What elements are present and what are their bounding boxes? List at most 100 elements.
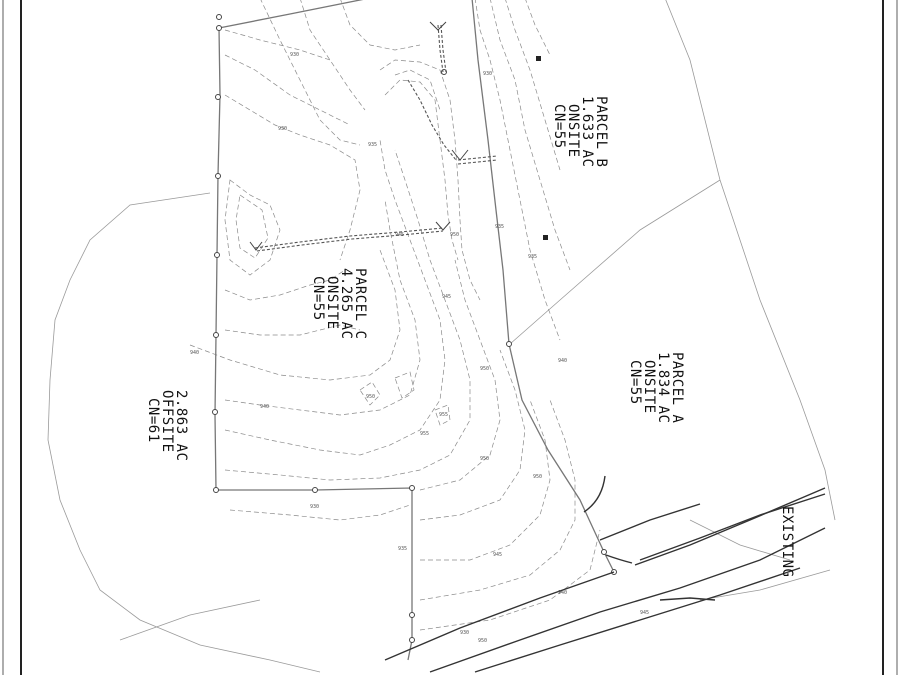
contour-label: 950 xyxy=(533,474,542,480)
contour xyxy=(490,0,571,271)
contour-label-group: 930 930 935 930 935 930 935 940 940 935 … xyxy=(190,52,649,644)
road-line xyxy=(659,597,716,601)
contour-label: 930 xyxy=(290,52,299,58)
offsite-lower-line xyxy=(119,599,261,641)
headwall-icon xyxy=(435,221,451,231)
parcel-c-name: PARCEL C xyxy=(352,268,368,339)
offsite-type: OFFSITE xyxy=(159,390,175,453)
contour-label: 930 xyxy=(278,126,287,132)
vertex xyxy=(409,637,415,643)
parcel-c-label: PARCEL C 4.265 AC ONSITE CN=55 xyxy=(310,268,368,339)
pipe-parcel-b-2 xyxy=(457,159,498,165)
contour xyxy=(235,194,269,259)
drainage-area-lines xyxy=(47,0,836,673)
contour-label: 950 xyxy=(366,394,375,400)
contour-label: 955 xyxy=(420,431,429,437)
contour xyxy=(224,269,346,301)
contour-label: 955 xyxy=(439,412,448,418)
contour xyxy=(394,69,441,111)
vertex xyxy=(409,485,415,491)
vertex xyxy=(213,487,219,493)
contour xyxy=(189,249,401,381)
inlet-structure-icon xyxy=(543,235,548,240)
existing-label: EXISTING xyxy=(779,506,795,577)
vertex xyxy=(215,94,221,100)
vertex xyxy=(601,549,607,555)
parcel-a-name: PARCEL A xyxy=(669,352,685,424)
contour xyxy=(224,324,361,336)
road-line xyxy=(599,503,701,541)
boundary-north xyxy=(218,0,364,29)
contour xyxy=(300,0,366,111)
sheet-frame-inner xyxy=(20,0,884,679)
existing-text: EXISTING xyxy=(779,506,795,577)
road-line xyxy=(639,493,826,561)
contour-label: 940 xyxy=(558,590,567,596)
parcel-c-cn: CN=55 xyxy=(310,276,326,321)
contour xyxy=(224,94,361,261)
parcel-b-label: PARCEL B 1.633 AC ONSITE CN=55 xyxy=(551,96,609,167)
headwall-icon xyxy=(429,21,447,31)
contour-label: 945 xyxy=(395,232,404,238)
boundary-east xyxy=(471,0,615,573)
contour xyxy=(224,139,446,456)
contour-lines xyxy=(189,0,601,631)
site-boundary xyxy=(214,0,615,661)
vertex xyxy=(312,487,318,493)
boundary-west-south xyxy=(214,27,413,661)
contour-label: 940 xyxy=(190,350,199,356)
parcel-a-b-divide xyxy=(509,179,721,345)
headwall-icon xyxy=(249,241,263,251)
pipe-parcel-c-2 xyxy=(256,230,444,252)
parcel-a-type: ONSITE xyxy=(641,360,657,414)
road-line xyxy=(429,527,826,673)
parcel-a-cn: CN=55 xyxy=(627,360,643,405)
contour-label: 935 xyxy=(495,224,504,230)
pipe-parcel-c xyxy=(254,227,444,249)
contour xyxy=(379,59,481,301)
contour-label: 945 xyxy=(493,552,502,558)
contour-label: 945 xyxy=(442,294,451,300)
offsite-area-boundary xyxy=(47,192,321,673)
parcel-a-east-boundary xyxy=(665,0,836,521)
vertex xyxy=(506,341,512,347)
vertex xyxy=(215,173,221,179)
contour-label: 950 xyxy=(480,366,489,372)
road-line xyxy=(384,571,615,661)
parcel-a-label: PARCEL A 1.834 AC ONSITE CN=55 xyxy=(627,352,685,424)
contour xyxy=(474,0,561,341)
offsite-cn: CN=61 xyxy=(145,398,161,443)
contour-label: 930 xyxy=(460,630,469,636)
pipe-north xyxy=(437,24,444,73)
contour-label: 945 xyxy=(640,610,649,616)
contour-label: 930 xyxy=(483,71,492,77)
contour-label: 940 xyxy=(260,404,269,410)
contour-label: 930 xyxy=(310,504,319,510)
vertex xyxy=(409,612,415,618)
boundary-vertices xyxy=(212,14,617,643)
vertex xyxy=(216,14,222,20)
contour xyxy=(419,399,576,601)
pipe-north-2 xyxy=(440,24,447,73)
vertex xyxy=(213,332,219,338)
inlet-structure-icon xyxy=(536,56,541,61)
contour xyxy=(340,0,421,51)
contour-label: 940 xyxy=(558,358,567,364)
vertex xyxy=(212,409,218,415)
parcel-b-cn: CN=55 xyxy=(551,104,567,149)
vertex xyxy=(216,25,222,31)
offsite-label: 2.863 AC OFFSITE CN=61 xyxy=(145,390,189,461)
contour-label: 950 xyxy=(450,232,459,238)
parcel-b-type: ONSITE xyxy=(565,104,581,158)
contour xyxy=(229,504,411,521)
driveway-curve xyxy=(583,475,606,513)
offsite-area: 2.863 AC xyxy=(173,390,189,461)
parcel-c-area: 4.265 AC xyxy=(338,268,354,339)
road-line xyxy=(634,487,826,566)
contour xyxy=(359,381,381,406)
contour xyxy=(434,404,451,426)
contour xyxy=(420,399,551,561)
contour-label: 950 xyxy=(480,456,489,462)
